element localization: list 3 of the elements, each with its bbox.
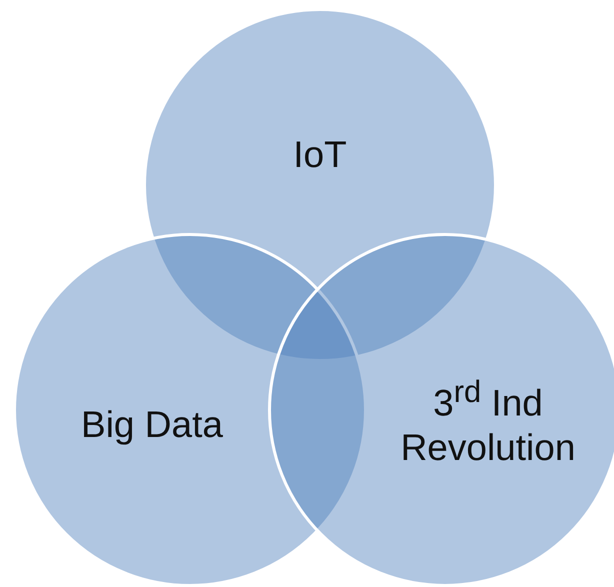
circle-label: 3$^{rd}$ Ind Revolution <box>400 374 576 470</box>
circle-label: Big Data <box>80 402 224 447</box>
circle-label: IoT <box>292 132 348 177</box>
